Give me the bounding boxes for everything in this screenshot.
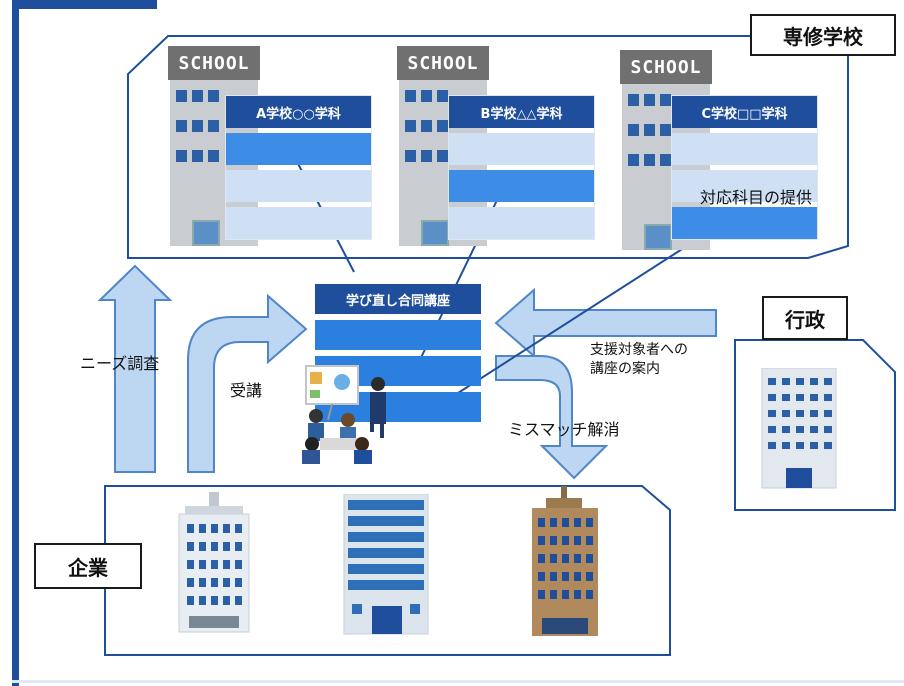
course-row bbox=[226, 207, 371, 239]
connector-line-c bbox=[415, 225, 719, 421]
course-title: C学校□□学科 bbox=[672, 96, 817, 128]
course-table-a: A学校○○学科 bbox=[225, 95, 372, 240]
school-sign: SCHOOL bbox=[397, 46, 489, 80]
kigyo-label: 企業 bbox=[34, 543, 142, 589]
course-row bbox=[449, 207, 594, 239]
company-building-a bbox=[178, 492, 250, 633]
needs-survey-arrow bbox=[97, 264, 173, 473]
school-sign: SCHOOL bbox=[620, 50, 712, 84]
lecture-illustration bbox=[302, 365, 386, 464]
course-row bbox=[449, 133, 594, 165]
school-sign: SCHOOL bbox=[168, 46, 260, 80]
mismatch-arrow bbox=[495, 355, 609, 480]
course-row bbox=[226, 133, 371, 165]
guide-text-line1: 支援対象者への bbox=[590, 342, 688, 358]
course-table-c: C学校□□学科 bbox=[671, 95, 818, 240]
bottom-divider bbox=[12, 680, 904, 683]
attend-arrow bbox=[187, 293, 308, 473]
course-row bbox=[672, 170, 817, 202]
top-accent-tab bbox=[12, 0, 157, 9]
senshu-label: 専修学校 bbox=[750, 14, 896, 56]
mismatch-text: ミスマッチ解消 bbox=[508, 420, 620, 439]
course-title: B学校△△学科 bbox=[449, 96, 594, 128]
left-accent-bar bbox=[12, 0, 19, 686]
course-row bbox=[672, 207, 817, 239]
course-row bbox=[672, 133, 817, 165]
guide-arrow bbox=[494, 287, 717, 359]
provide-subjects-text: 対応科目の提供 bbox=[700, 188, 813, 207]
needs-survey-text: ニーズ調査 bbox=[80, 354, 160, 373]
company-building-c bbox=[532, 486, 598, 636]
course-row bbox=[226, 170, 371, 202]
government-building bbox=[761, 368, 837, 489]
course-title: A学校○○学科 bbox=[226, 96, 371, 128]
course-row bbox=[449, 170, 594, 202]
attend-text: 受講 bbox=[230, 381, 263, 400]
shared-course-title: 学び直し合同講座 bbox=[315, 284, 481, 314]
shared-course-row bbox=[315, 320, 481, 350]
guide-text-line2: 講座の案内 bbox=[590, 361, 660, 377]
company-building-b bbox=[343, 494, 429, 635]
course-table-b: B学校△△学科 bbox=[448, 95, 595, 240]
gyosei-label: 行政 bbox=[762, 296, 848, 340]
